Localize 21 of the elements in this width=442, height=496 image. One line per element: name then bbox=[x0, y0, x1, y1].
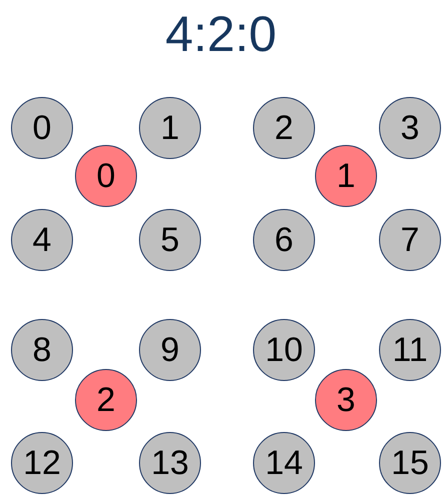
luma-sample-circle: 8 bbox=[11, 319, 73, 381]
luma-sample-circle: 3 bbox=[379, 97, 441, 159]
luma-sample-circle: 11 bbox=[379, 319, 441, 381]
luma-sample-circle: 2 bbox=[253, 97, 315, 159]
title: 4:2:0 bbox=[164, 5, 278, 64]
luma-sample-circle: 14 bbox=[253, 432, 315, 494]
chroma-sample-circle: 0 bbox=[75, 145, 137, 207]
luma-sample-circle: 4 bbox=[11, 209, 73, 271]
luma-sample-circle: 12 bbox=[11, 432, 73, 494]
luma-sample-circle: 9 bbox=[139, 319, 201, 381]
luma-sample-circle: 1 bbox=[139, 97, 201, 159]
luma-sample-circle: 13 bbox=[139, 432, 201, 494]
luma-sample-circle: 5 bbox=[139, 209, 201, 271]
luma-sample-circle: 10 bbox=[253, 319, 315, 381]
luma-sample-circle: 7 bbox=[379, 209, 441, 271]
luma-sample-circle: 0 bbox=[11, 97, 73, 159]
chroma-sample-circle: 1 bbox=[315, 145, 377, 207]
luma-sample-circle: 15 bbox=[379, 432, 441, 494]
chroma-sample-circle: 3 bbox=[315, 369, 377, 431]
chroma-sample-circle: 2 bbox=[75, 369, 137, 431]
luma-sample-circle: 6 bbox=[253, 209, 315, 271]
